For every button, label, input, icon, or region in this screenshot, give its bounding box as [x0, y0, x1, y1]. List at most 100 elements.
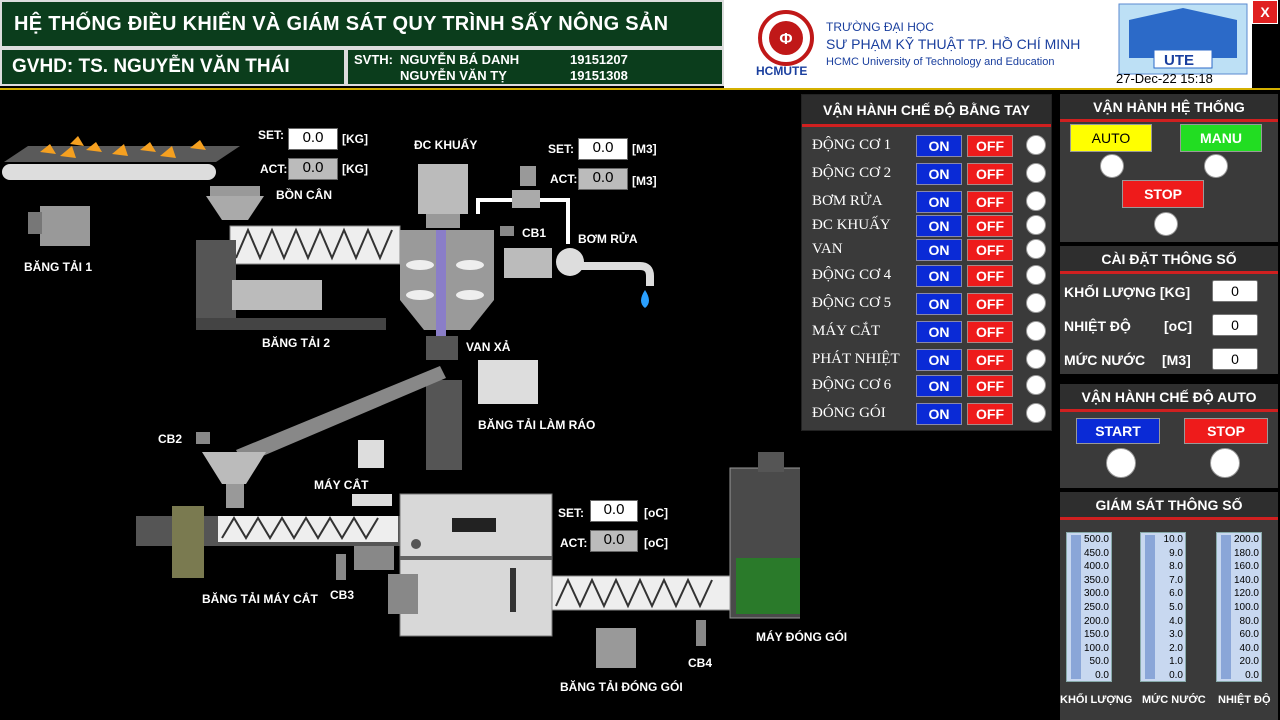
university-en: HCMC University of Technology and Educat…: [826, 56, 1055, 68]
on-button[interactable]: ON: [916, 215, 962, 237]
status-lamp: [1026, 215, 1046, 235]
gauge-tick: 300.0: [1083, 588, 1109, 600]
cb2-sensor-icon: [196, 432, 210, 444]
start-button[interactable]: START: [1076, 418, 1160, 444]
off-button[interactable]: OFF: [967, 403, 1013, 425]
gauge-tick: 180.0: [1233, 547, 1259, 559]
close-button[interactable]: X: [1252, 0, 1278, 24]
off-button[interactable]: OFF: [967, 239, 1013, 261]
gauge-tick: 6.0: [1169, 588, 1183, 600]
temp-setting-unit: [oC]: [1164, 318, 1192, 334]
cutter-label: MÁY CẮT: [314, 478, 369, 492]
cb4-sensor-icon: [696, 620, 706, 646]
cb3-label: CB3: [330, 588, 355, 602]
title-bar: HỆ THỐNG ĐIỀU KHIỂN VÀ GIÁM SÁT QUY TRÌN…: [0, 0, 724, 48]
status-lamp: [1026, 265, 1046, 285]
off-button[interactable]: OFF: [967, 321, 1013, 343]
water-setting-input[interactable]: [1212, 348, 1258, 370]
monitor-panel-title: GIÁM SÁT THÔNG SỐ: [1060, 492, 1278, 520]
conveyor-2-icon: [196, 225, 401, 330]
on-button[interactable]: ON: [916, 163, 962, 185]
scale-act-value: 0.0: [288, 158, 338, 180]
on-button[interactable]: ON: [916, 191, 962, 213]
manual-item-label: ĐÓNG GÓI: [812, 405, 886, 421]
app-title: HỆ THỐNG ĐIỀU KHIỂN VÀ GIÁM SÁT QUY TRÌN…: [14, 12, 669, 35]
auto-button[interactable]: AUTO: [1070, 124, 1152, 152]
manual-item-label: MÁY CẮT: [812, 323, 881, 339]
off-button[interactable]: OFF: [967, 293, 1013, 315]
auto-stop-button[interactable]: STOP: [1184, 418, 1268, 444]
temp-set-unit: [oC]: [644, 506, 668, 520]
on-button[interactable]: ON: [916, 375, 962, 397]
gauge-tick: 160.0: [1233, 561, 1259, 573]
hcmute-label: HCMUTE: [756, 64, 808, 78]
gauge-tick: 100.0: [1083, 642, 1109, 654]
off-button[interactable]: OFF: [967, 135, 1013, 157]
scale-set-label: SET:: [258, 128, 285, 142]
water-set-label: SET:: [548, 142, 575, 156]
scale-act-label: ACT:: [260, 162, 288, 176]
conveyor-1-label: BĂNG TẢI 1: [24, 260, 93, 274]
on-button[interactable]: ON: [916, 321, 962, 343]
cutter-hopper-icon: [202, 440, 392, 508]
conveyor-2-label: BĂNG TẢI 2: [262, 336, 331, 350]
gauge-tick: 100.0: [1233, 601, 1259, 613]
on-button[interactable]: ON: [916, 135, 962, 157]
auto-stop-indicator-lamp: [1210, 448, 1240, 478]
manu-button[interactable]: MANU: [1180, 124, 1262, 152]
gauge-label: MỨC NƯỚC: [1142, 694, 1206, 706]
on-button[interactable]: ON: [916, 403, 962, 425]
packing-machine-label: MÁY ĐÓNG GÓI: [756, 630, 848, 644]
status-lamp: [1026, 375, 1046, 395]
mass-setting-input[interactable]: [1212, 280, 1258, 302]
on-button[interactable]: ON: [916, 349, 962, 371]
gauge-tick: 80.0: [1239, 615, 1259, 627]
off-button[interactable]: OFF: [967, 375, 1013, 397]
gauge-tube: [1221, 535, 1231, 679]
off-button[interactable]: OFF: [967, 191, 1013, 213]
on-button[interactable]: ON: [916, 293, 962, 315]
gauge-tick: 3.0: [1169, 629, 1183, 641]
auto-mode-panel-title: VẬN HÀNH CHẾ ĐỘ AUTO: [1060, 384, 1278, 412]
gauge-tick: 10.0: [1163, 534, 1183, 545]
status-lamp: [1026, 293, 1046, 313]
temp-setting-input[interactable]: [1212, 314, 1258, 336]
datetime: 27-Dec-22 15:18: [1116, 71, 1213, 86]
on-button[interactable]: ON: [916, 265, 962, 287]
temp-setting-label: NHIỆT ĐỘ: [1064, 318, 1131, 334]
water-setting-unit: [M3]: [1162, 352, 1191, 368]
status-lamp: [1026, 321, 1046, 341]
off-button[interactable]: OFF: [967, 215, 1013, 237]
off-button[interactable]: OFF: [967, 265, 1013, 287]
status-lamp: [1026, 163, 1046, 183]
oven-icon: [388, 493, 553, 637]
svg-text:Φ: Φ: [779, 31, 792, 48]
off-button[interactable]: OFF: [967, 349, 1013, 371]
gauge-tube: [1071, 535, 1081, 679]
manual-item-label: PHÁT NHIỆT: [812, 351, 900, 367]
system-stop-button[interactable]: STOP: [1122, 180, 1204, 208]
gauge-tick: 4.0: [1169, 615, 1183, 627]
cb2-label: CB2: [158, 432, 183, 446]
gauge-tick: 400.0: [1083, 561, 1109, 573]
university-line1: TRƯỜNG ĐẠI HỌC: [826, 20, 934, 34]
cb4-label: CB4: [688, 656, 713, 670]
wash-pump-label: BƠM RỬA: [578, 232, 638, 246]
on-button[interactable]: ON: [916, 239, 962, 261]
status-lamp: [1026, 403, 1046, 423]
status-lamp: [1026, 239, 1046, 259]
gauge-tick: 20.0: [1239, 656, 1259, 668]
gauge-label: NHIỆT ĐỘ: [1218, 694, 1271, 706]
temp-set-value: 0.0: [590, 500, 638, 522]
mixer-tank-icon: [400, 164, 494, 470]
off-button[interactable]: OFF: [967, 163, 1013, 185]
